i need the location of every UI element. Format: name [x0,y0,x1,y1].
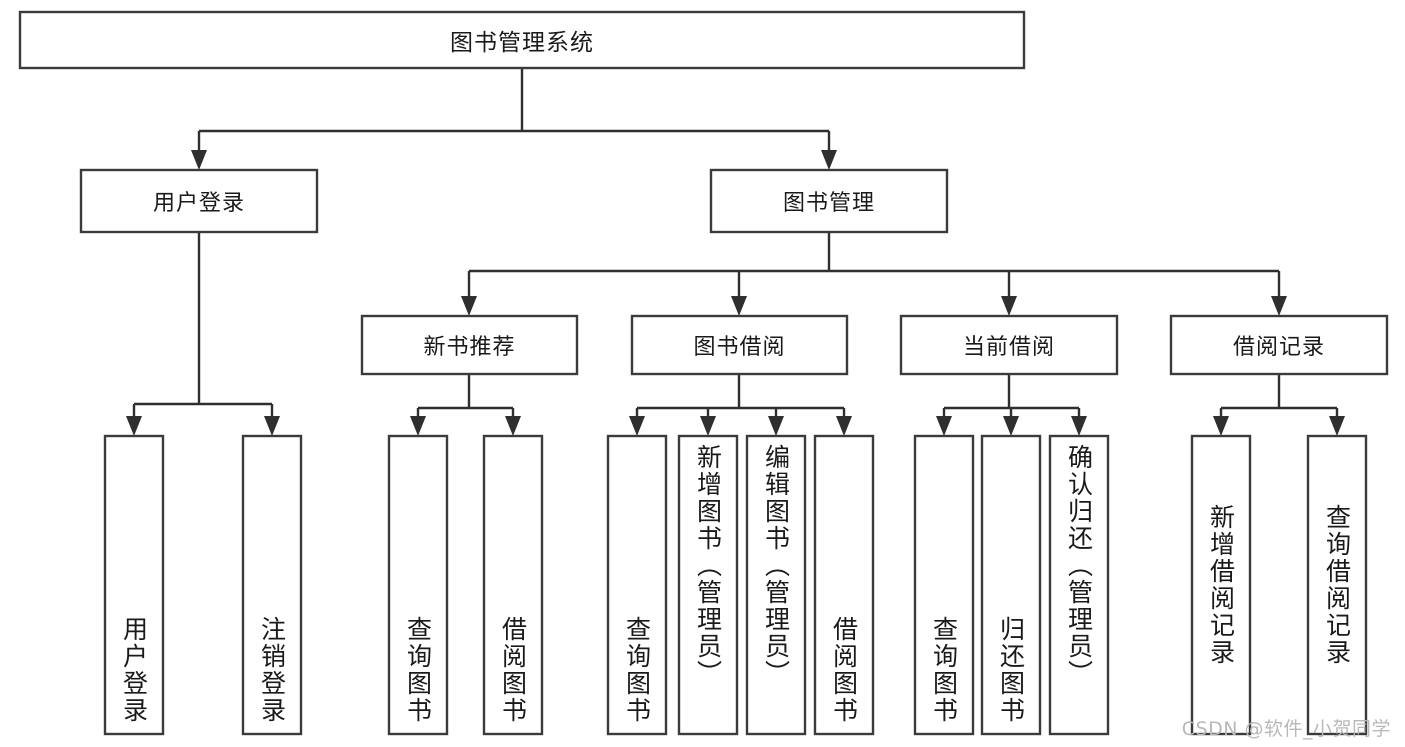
node-box-root[interactable] [18,10,1026,70]
node-box-leaf-logout[interactable] [241,434,303,736]
arrowhead-to-borrow-record [1271,296,1287,316]
arrowhead-to-current-borrow [1001,296,1017,316]
node-box-book-borrow[interactable] [630,314,849,376]
node-box-leaf-add-book[interactable] [677,434,739,736]
node-box-borrow-record[interactable] [1169,314,1389,376]
node-box-book-management[interactable] [709,168,949,234]
connector-root-bus [197,68,831,157]
node-box-leaf-return-book[interactable] [980,434,1042,736]
node-box-user-login[interactable] [79,168,319,234]
arrowhead-to-leaf-query-record [1329,416,1345,436]
node-box-leaf-query-book-current[interactable] [913,434,975,736]
arrowhead-to-leaf-query-book-current [936,416,952,436]
connector-book-borrow-bus [635,374,846,423]
arrowhead-to-leaf-query-book-rec [410,416,426,436]
connector-user-login-bus [132,232,274,423]
node-box-leaf-confirm-return[interactable] [1048,434,1110,736]
node-box-leaf-edit-book[interactable] [745,434,807,736]
connector-bookmgmt-bus [467,232,1281,303]
node-box-leaf-add-record[interactable] [1190,434,1252,736]
arrowhead-to-leaf-logout [264,416,280,436]
boxes-group [18,10,1389,736]
csdn-watermark: CSDN @软件_小贺同学 [1181,718,1391,740]
arrowhead-to-leaf-user-login [126,416,142,436]
arrowhead-to-book-management [821,150,837,170]
connector-borrow-record-bus [1219,374,1339,423]
node-box-leaf-query-book-rec[interactable] [387,434,449,736]
arrowhead-to-leaf-return-book [1003,416,1019,436]
node-box-leaf-borrow-book[interactable] [813,434,875,736]
arrowhead-to-leaf-borrow-book [836,416,852,436]
arrowhead-to-leaf-add-record [1213,416,1229,436]
node-box-leaf-query-book-borrow[interactable] [606,434,668,736]
arrowhead-to-leaf-borrow-book-rec [505,416,521,436]
node-box-current-borrow[interactable] [899,314,1119,376]
arrowhead-to-leaf-add-book [700,416,716,436]
arrowhead-to-leaf-edit-book [768,416,784,436]
node-box-leaf-query-record[interactable] [1306,434,1368,736]
connector-new-book-bus [416,374,515,423]
arrowhead-to-leaf-query-book-borrow [629,416,645,436]
connectors-group [126,68,1345,436]
connector-current-borrow-bus [942,374,1081,423]
arrowhead-to-book-borrow [731,296,747,316]
node-box-new-book-recommend[interactable] [360,314,579,376]
node-box-leaf-user-login[interactable] [103,434,165,736]
arrowhead-to-leaf-confirm-return [1071,416,1087,436]
arrowhead-to-new-book-recommend [461,296,477,316]
arrowhead-to-user-login [191,150,207,170]
node-box-leaf-borrow-book-rec[interactable] [482,434,544,736]
